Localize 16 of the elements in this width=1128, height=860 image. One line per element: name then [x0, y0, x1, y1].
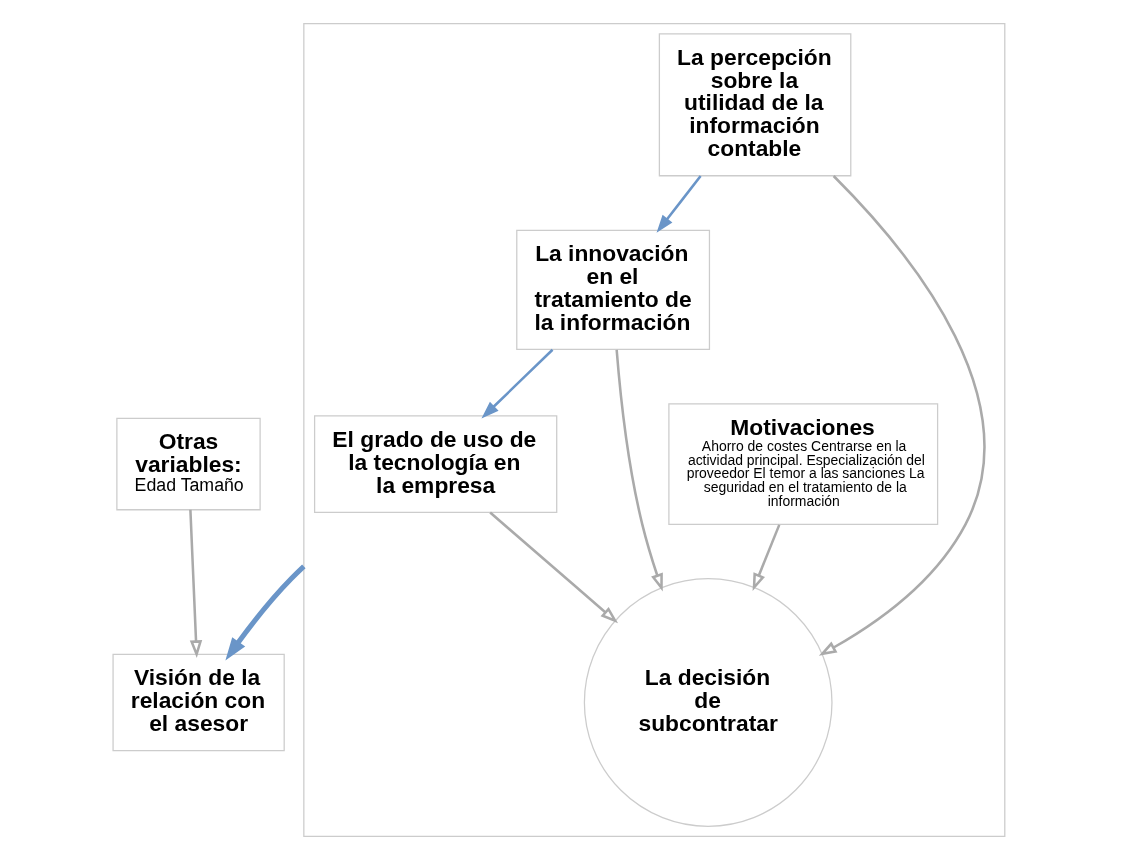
arrow	[189, 509, 203, 659]
arrow	[818, 175, 985, 656]
node-box: Otras variables: Edad Tamaño	[116, 417, 261, 511]
arrow	[615, 349, 663, 592]
arrow	[656, 175, 702, 233]
node-box: Motivaciones Ahorro de costes Centrarse en la actividad principal. Especialización del proveedor El temor a las sanciones La seguridad en el tratamiento de la información	[668, 403, 939, 525]
arrow	[481, 348, 554, 419]
cluster	[303, 23, 1006, 837]
node-box: El grado de uso de la tecnología en la empresa	[313, 415, 558, 513]
node-box: La percepción sobre la utilidad de la información contable	[658, 33, 852, 177]
arrow	[489, 511, 619, 624]
node-circle: La decisión de subcontratar	[583, 578, 833, 827]
node-box: Visión de la relación con el asesor	[112, 653, 285, 752]
node-box: La innovación en el tratamiento de la información	[516, 229, 711, 351]
arrow	[752, 524, 781, 592]
arrow	[225, 564, 306, 661]
